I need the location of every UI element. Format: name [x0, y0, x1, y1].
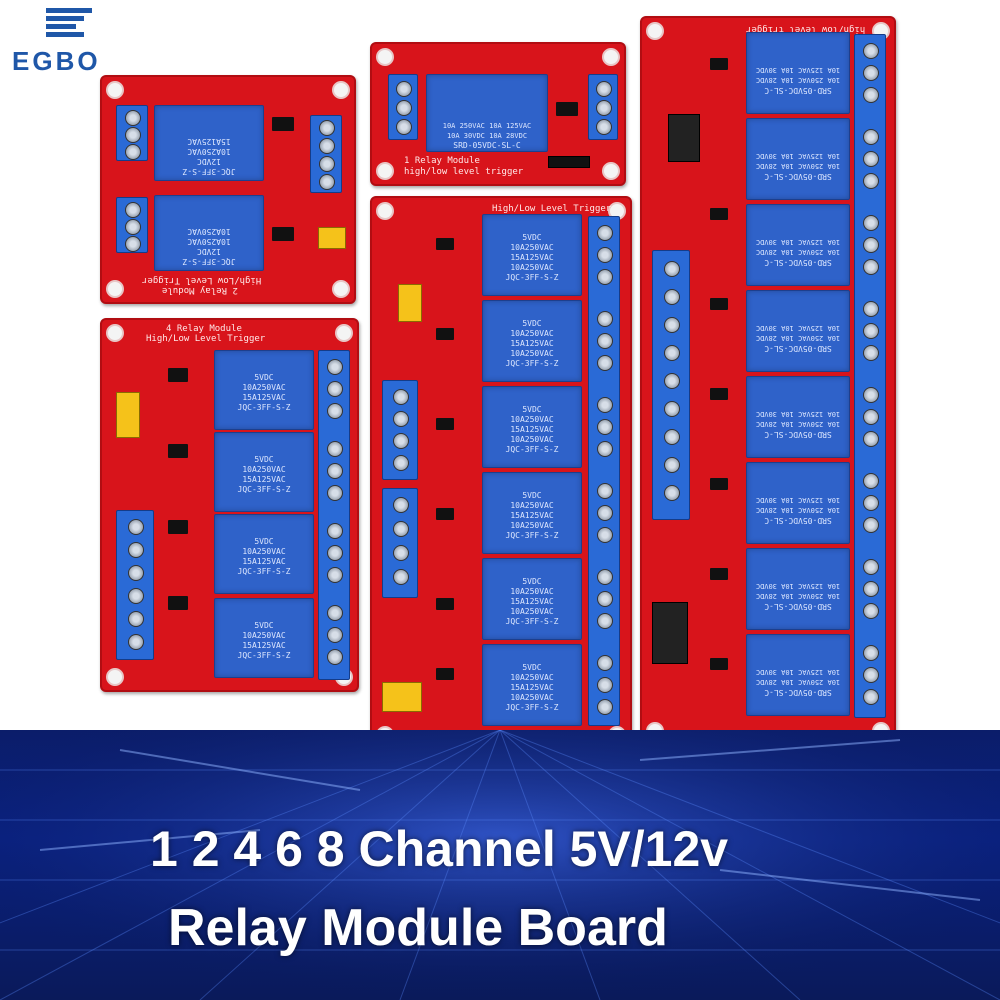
one-channel-relay-board: 10A 250VAC 10A 125VAC 10A 30VDC 10A 28VD… [370, 42, 626, 186]
terminal-block [588, 74, 618, 140]
brand-logo-mark-icon [46, 8, 92, 42]
floor-grid-graphic [0, 730, 1000, 1000]
caption-line-1: 1 2 4 6 8 Channel 5V/12v [150, 821, 729, 877]
board-title: 4 Relay Module [166, 324, 242, 334]
terminal-block [388, 74, 418, 140]
jumper [548, 156, 590, 168]
board-trigger-label: high/low level trigger [404, 167, 524, 177]
jumper [382, 682, 422, 712]
jumper [398, 284, 422, 322]
caption-line-2: Relay Module Board [168, 899, 668, 957]
terminal-block [588, 216, 620, 726]
two-channel-relay-board: JQC-3FF-S-Z 12VDC 10A250VAC 15A125VAC JQ… [100, 75, 356, 304]
relay: JQC-3FF-S-Z 12VDC 10A250VAC 10A250VAC [154, 195, 264, 271]
terminal-block [310, 115, 342, 193]
jumper [318, 227, 346, 249]
relay: 10A 250VAC 10A 125VAC 10A 30VDC 10A 28VD… [426, 74, 548, 152]
board-title: 2 Relay Module [162, 285, 238, 295]
board-trigger-label: High/Low Level Trigger [492, 204, 612, 214]
jumper [652, 602, 688, 664]
terminal-block [318, 350, 350, 680]
terminal-block [116, 510, 154, 660]
terminal-block [854, 34, 886, 718]
board-trigger-label: High/Low Level Trigger [146, 334, 266, 344]
terminal-block [116, 105, 148, 161]
jumper [668, 114, 700, 162]
terminal-block [116, 197, 148, 253]
brand-name: EGBO [12, 46, 101, 76]
background-floor [0, 730, 1000, 1000]
terminal-block [382, 380, 418, 480]
board-title: 1 Relay Module [404, 156, 480, 166]
terminal-block [382, 488, 418, 598]
jumper [116, 392, 140, 438]
board-trigger-label: High/Low Level Trigger [142, 275, 262, 285]
brand-logo: EGBO [8, 4, 133, 76]
four-channel-relay-board: 4 Relay Module High/Low Level Trigger 5V… [100, 318, 359, 692]
relay: JQC-3FF-S-Z 12VDC 10A250VAC 15A125VAC [154, 105, 264, 181]
terminal-block [652, 250, 690, 520]
